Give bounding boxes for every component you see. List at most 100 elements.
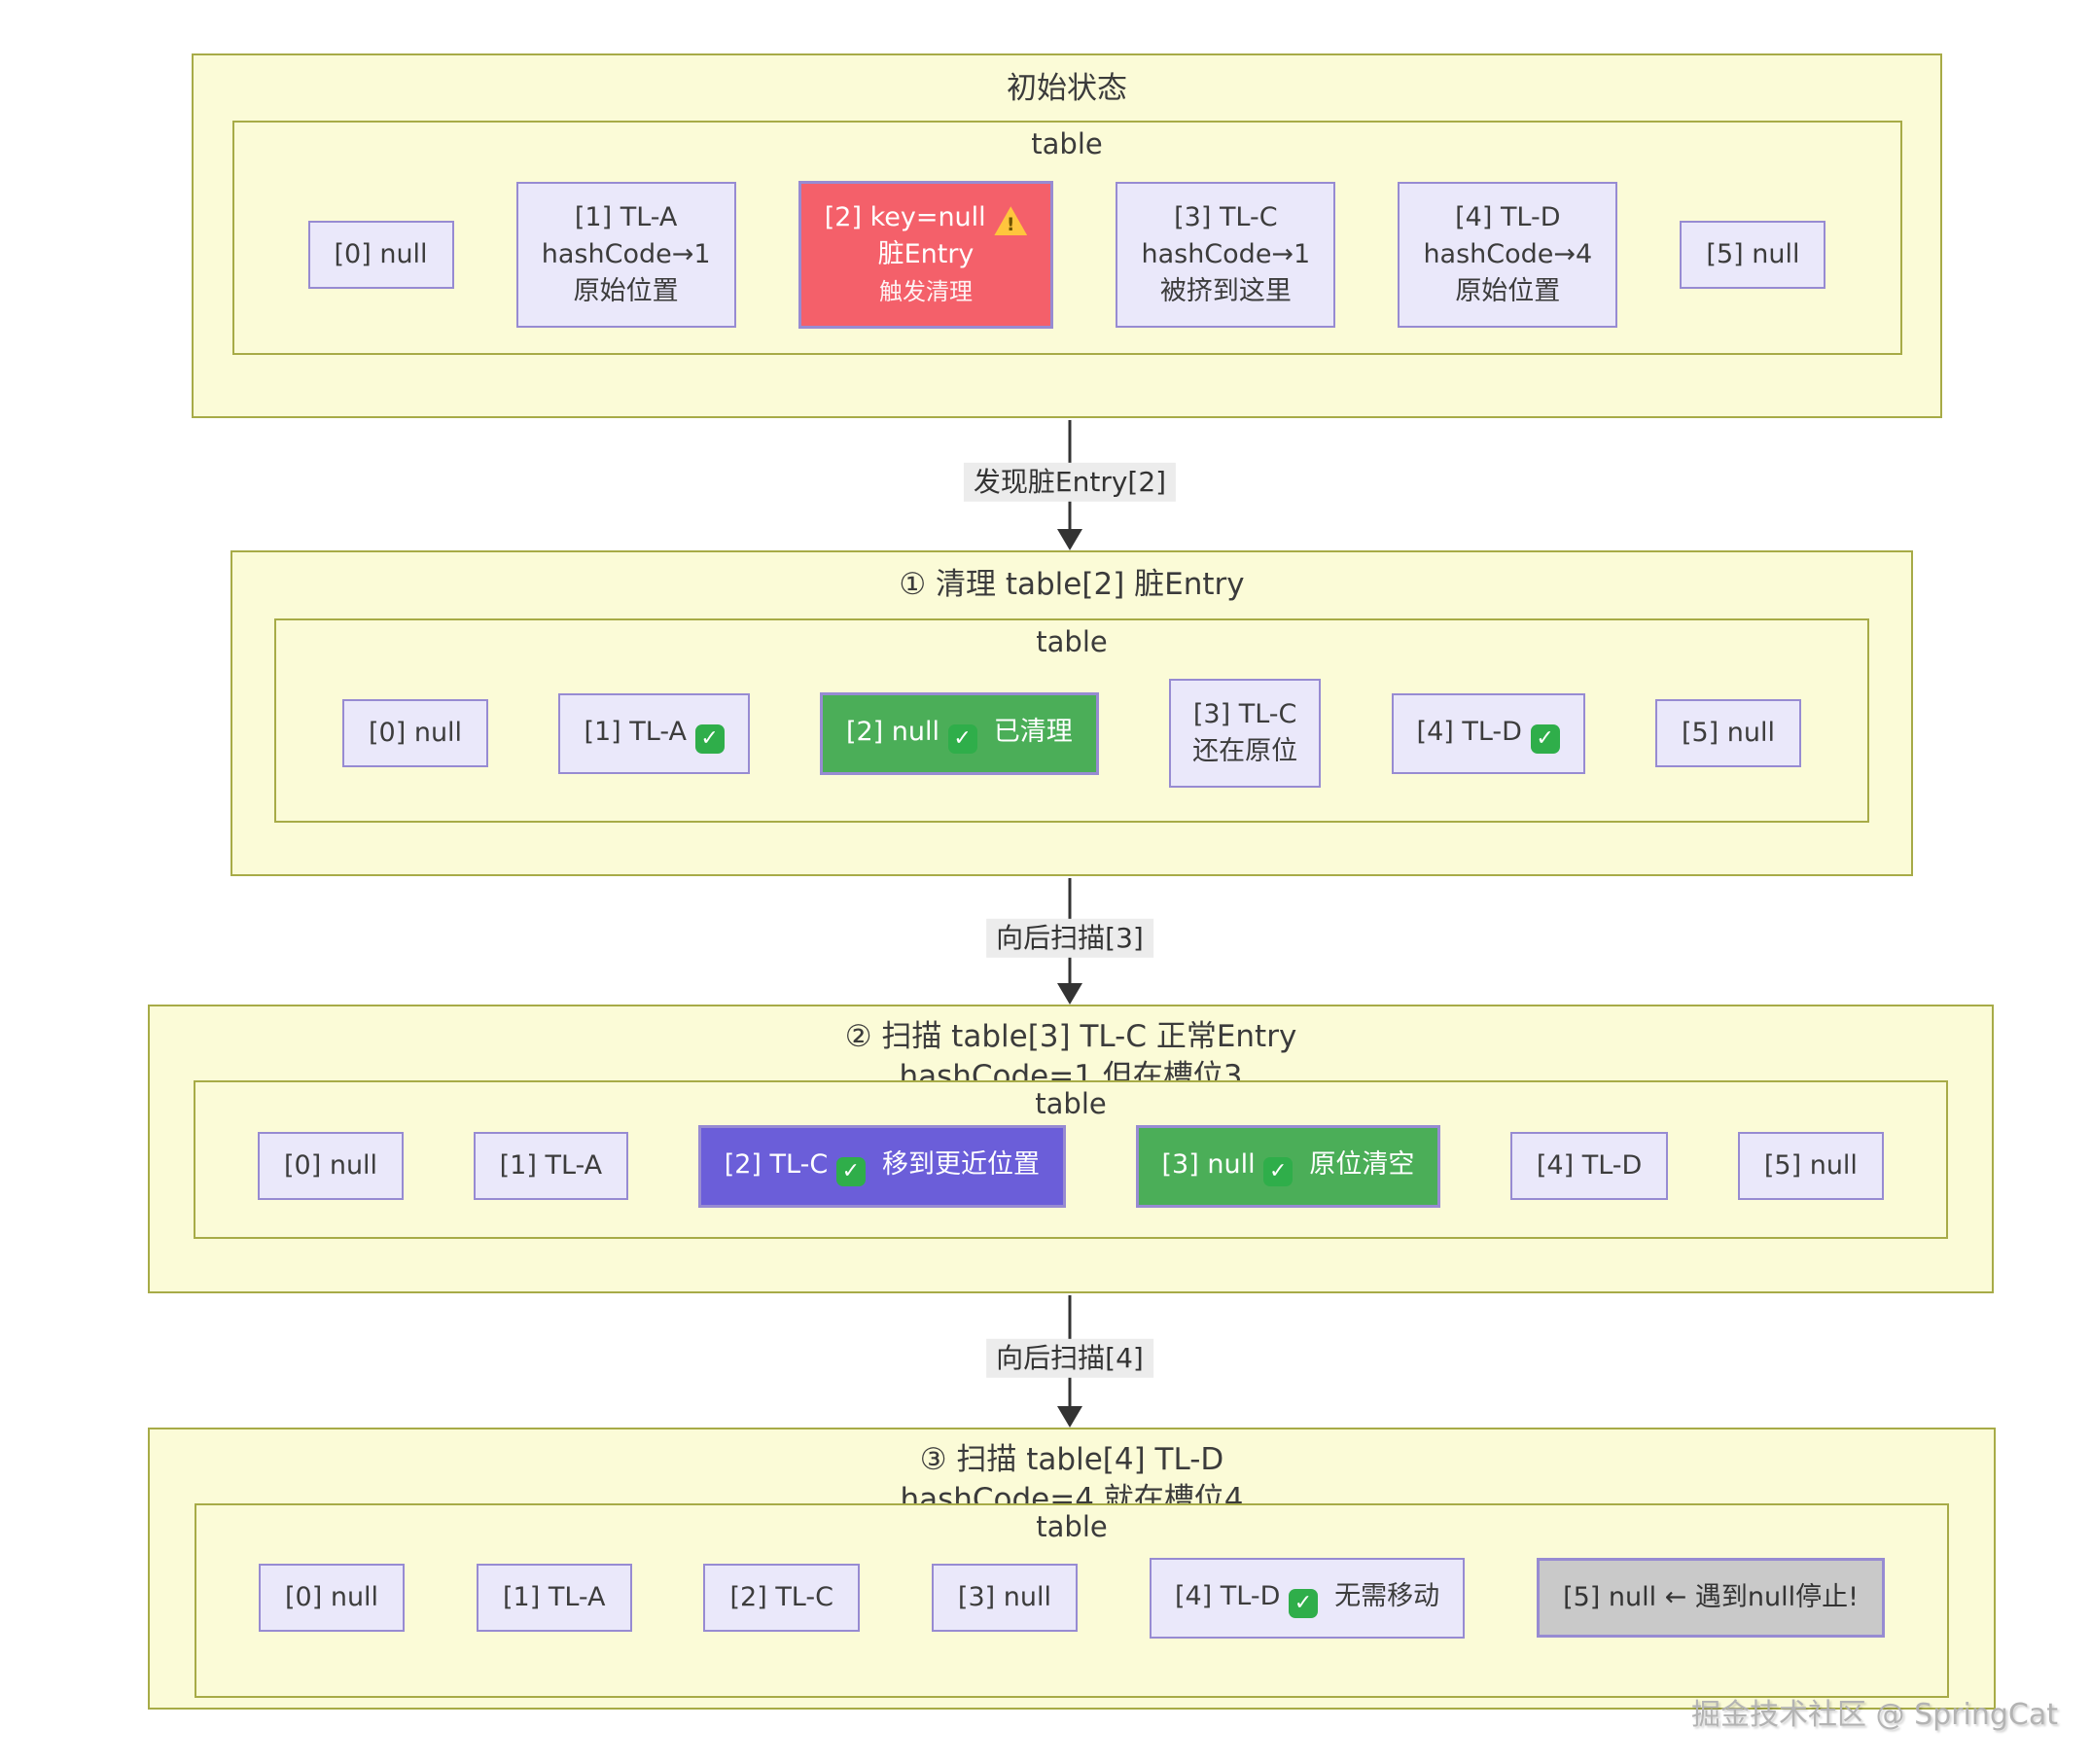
section-step2-scan3: ② 扫描 table[3] TL-C 正常Entry hashCode=1 但在…	[148, 1005, 1994, 1293]
table-cell: [5] null	[1680, 221, 1826, 289]
section-step3-scan4: ③ 扫描 table[4] TL-D hashCode=4 就在槽位4 tabl…	[148, 1428, 1996, 1710]
cell-text: [3] TL-C	[1174, 202, 1278, 233]
table-cell: [0] null	[307, 221, 454, 289]
section-subtitle: hashCode=1 但在槽位3	[899, 1059, 1243, 1082]
cell-text: [4] TL-D	[1174, 1580, 1289, 1611]
cell-text: [0] null	[285, 1582, 379, 1613]
check-icon: ✓	[1288, 1588, 1318, 1618]
flow-arrow: 向后扫描[3]	[986, 878, 1153, 1005]
arrow-head-icon	[1057, 529, 1082, 550]
cell-text: [0] null	[284, 1150, 378, 1182]
section-title: ② 扫描 table[3] TL-C 正常Entry	[844, 1019, 1297, 1054]
cell-text: [4] TL-D	[1455, 202, 1561, 233]
cell-text: [3] null	[1161, 1148, 1264, 1180]
cell-text: [2] key=null	[824, 202, 995, 233]
check-icon: ✓	[947, 723, 977, 754]
table-row: [0] null[1] TL-A ✓[2] null ✓ 已清理[3] TL-C…	[276, 659, 1867, 807]
cell-text: 还在原位	[1192, 736, 1298, 766]
arrow-label: 发现脏Entry[2]	[963, 462, 1177, 502]
section-title: ③ 扫描 table[4] TL-D	[919, 1442, 1224, 1477]
table-cell: [3] null ✓ 原位清空	[1135, 1124, 1441, 1208]
table-label: table	[1036, 1510, 1108, 1543]
table-container: table [0] null[1] TL-A[2] TL-C ✓ 移到更近位置[…	[194, 1080, 1948, 1239]
section-initial-state: 初始状态 table [0] null [1] TL-A hashCode→1 原始位…	[192, 53, 1942, 418]
table-cell: [4] TL-D ✓	[1391, 692, 1585, 774]
table-cell: [4] TL-D hashCode→4 原始位置	[1398, 182, 1618, 328]
table-cell: [2] TL-C	[703, 1564, 860, 1632]
cell-text: [3] null	[957, 1582, 1051, 1613]
section-title: ① 清理 table[2] 脏Entry	[899, 567, 1245, 602]
table-cell: [3] TL-C 还在原位	[1169, 679, 1322, 788]
table-cell: [5] null ← 遇到null停止!	[1537, 1558, 1885, 1638]
cell-text: 被挤到这里	[1159, 275, 1292, 306]
table-cell: [0] null	[258, 1132, 405, 1200]
cell-text: 原位清空	[1293, 1148, 1415, 1180]
cell-text: hashCode→1	[1141, 239, 1311, 270]
section-step1-clean: ① 清理 table[2] 脏Entry table [0] null [1] T…	[230, 550, 1913, 876]
cell-text: [4] TL-D	[1536, 1150, 1643, 1182]
table-cell: [1] TL-A	[477, 1564, 632, 1632]
cell-text: 无需移动	[1317, 1580, 1440, 1611]
cell-text: hashCode→4	[1423, 239, 1593, 270]
check-icon: ✓	[694, 723, 725, 754]
table-cell: [3] TL-C hashCode→1 被挤到这里	[1116, 182, 1336, 328]
cell-text: 触发清理	[879, 277, 973, 305]
table-cell: [0] null	[259, 1564, 406, 1632]
arrow-label: 向后扫描[4]	[986, 1338, 1153, 1378]
check-icon: ✓	[1263, 1156, 1294, 1186]
cell-text: [2] null	[845, 716, 948, 747]
table-row: [0] null [1] TL-A [2] TL-C ✓ 移到更近位置 [3] nul…	[195, 1121, 1946, 1211]
table-row: [0] null [1] TL-A [2] TL-C [3] null [4] TL-D…	[196, 1544, 1947, 1651]
cell-text: [2] TL-C	[724, 1148, 836, 1180]
table-cell: [1] TL-A hashCode→1 原始位置	[515, 182, 736, 328]
table-label: table	[1035, 1087, 1107, 1120]
table-cell: [4] TL-D ✓ 无需移动	[1149, 1557, 1466, 1639]
cell-text: [5] null ← 遇到null停止!	[1563, 1582, 1859, 1613]
table-label: table	[1036, 625, 1108, 658]
check-icon: ✓	[835, 1156, 866, 1186]
check-icon: ✓	[1530, 723, 1560, 754]
cell-text: [5] null	[1763, 1150, 1858, 1182]
section-subtitle: hashCode=4 就在槽位4	[900, 1482, 1244, 1505]
cell-text: [1] TL-A	[499, 1150, 603, 1182]
table-container: table [0] null [1] TL-A [2] TL-C [3] null [4…	[195, 1503, 1949, 1698]
cell-text: 已清理	[976, 716, 1073, 747]
table-row: [0] null [1] TL-A hashCode→1 原始位置 [2] key=nu…	[234, 161, 1900, 348]
table-container: table [0] null [1] TL-A hashCode→1 原始位置 [2] …	[231, 121, 1902, 355]
cell-text: [5] null	[1681, 718, 1775, 749]
flow-arrow: 发现脏Entry[2]	[963, 420, 1177, 550]
warning-icon: !	[994, 206, 1028, 236]
flow-arrow: 向后扫描[4]	[986, 1295, 1153, 1428]
cell-text: 原始位置	[1455, 275, 1561, 306]
arrow-label: 向后扫描[3]	[986, 918, 1153, 958]
table-cell: [2] key=null ! 脏Entry 触发清理	[797, 181, 1054, 329]
table-label: table	[1031, 127, 1103, 160]
cell-text: [0] null	[334, 239, 428, 270]
section-title: 初始状态	[1007, 71, 1127, 106]
cell-text: 脏Entry	[877, 239, 975, 270]
cell-text: 移到更近位置	[865, 1148, 1040, 1180]
cell-text: [5] null	[1706, 239, 1800, 270]
cell-text: [2] TL-C	[729, 1582, 833, 1613]
cell-text: [4] TL-D	[1416, 716, 1531, 747]
cell-text: [1] TL-A	[584, 716, 695, 747]
cell-text: hashCode→1	[541, 239, 711, 270]
cell-text: [1] TL-A	[574, 202, 678, 233]
table-cell: [2] null ✓ 已清理	[819, 691, 1099, 775]
table-cell: [1] TL-A ✓	[558, 692, 750, 774]
table-cell: [5] null	[1737, 1132, 1884, 1200]
arrow-head-icon	[1057, 1406, 1082, 1428]
cell-text: [0] null	[369, 718, 463, 749]
cell-text: [3] TL-C	[1192, 699, 1297, 730]
table-cell: [2] TL-C ✓ 移到更近位置	[697, 1124, 1066, 1208]
watermark: 掘金技术社区 @ SpringCat	[1691, 1698, 2058, 1732]
table-cell: [1] TL-A	[473, 1132, 629, 1200]
table-cell: [3] null	[931, 1564, 1078, 1632]
table-cell: [4] TL-D	[1509, 1132, 1669, 1200]
table-cell: [0] null	[342, 699, 489, 767]
cell-text: [1] TL-A	[503, 1582, 606, 1613]
table-container: table [0] null[1] TL-A ✓[2] null ✓ 已清理[3…	[274, 618, 1869, 823]
table-cell: [5] null	[1654, 699, 1801, 767]
cell-text: 原始位置	[573, 275, 679, 306]
